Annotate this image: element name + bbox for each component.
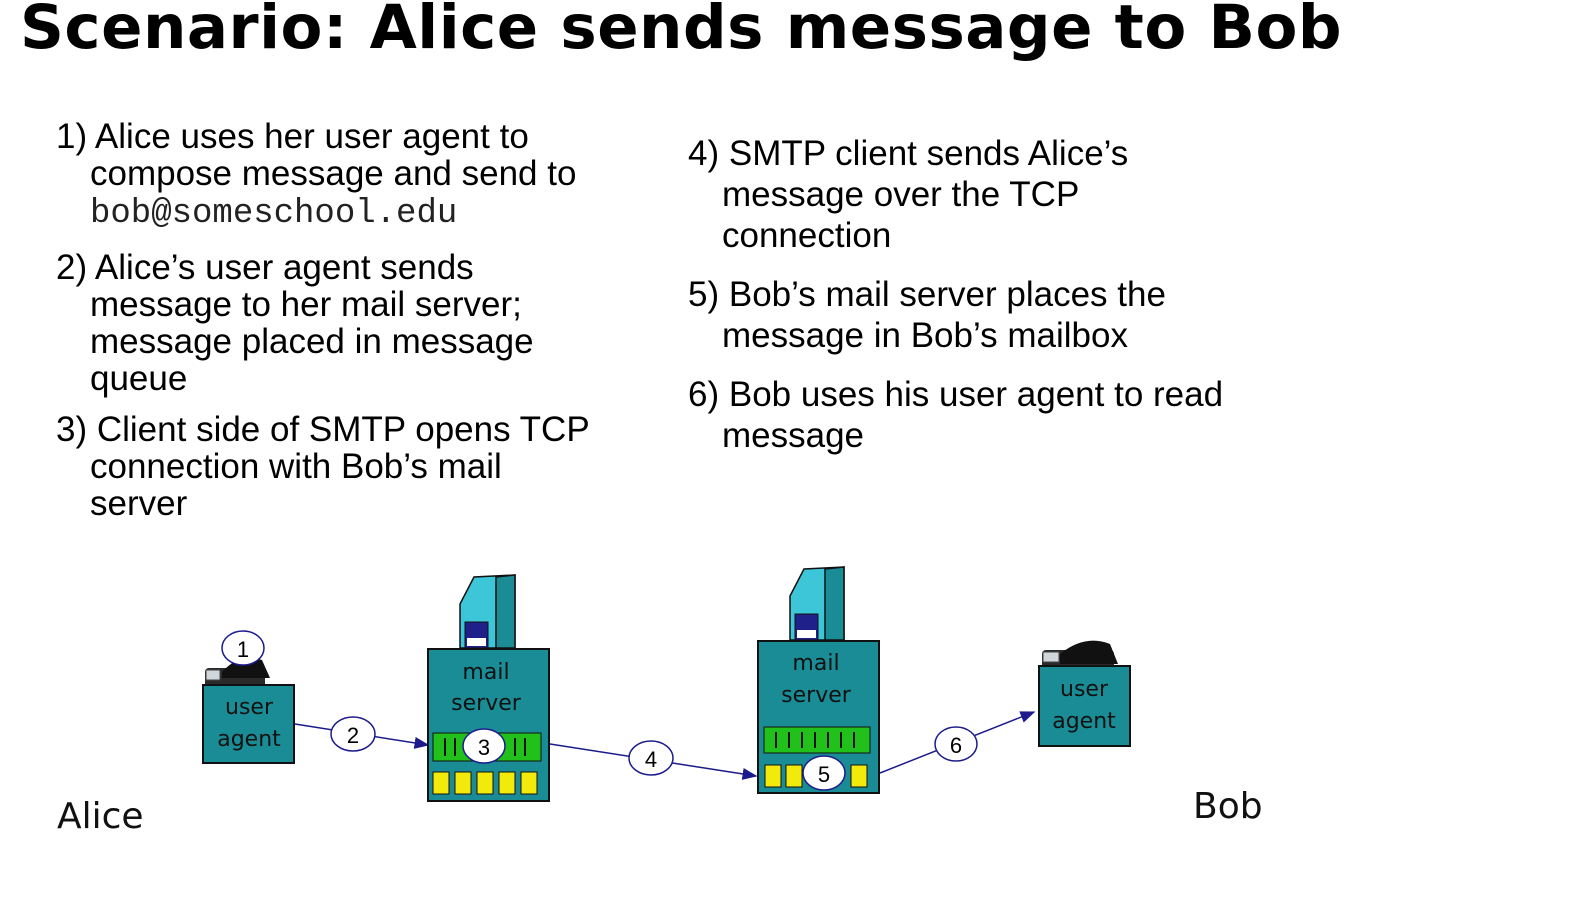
step-1: 1) Alice uses her user agent to compose … [56, 118, 676, 233]
step-marker-3: 3 [462, 728, 506, 764]
server-tower-icon [789, 566, 845, 641]
step-text-first-line: Alice uses her user agent to [94, 117, 529, 156]
svg-text:1: 1 [237, 637, 249, 662]
server-label-line1: mail [462, 660, 509, 685]
svg-text:5: 5 [818, 762, 830, 787]
step-text-rest: message over the TCP connection [722, 175, 1079, 255]
alice-user-agent: user agent [202, 657, 295, 764]
server-label-line2: server [781, 683, 852, 708]
step-markers: 1 2 3 4 5 6 [221, 630, 978, 791]
step-6: 6) Bob uses his user agent to read messa… [688, 374, 1308, 456]
step-3: 3) Client side of SMTP opens TCP connect… [56, 411, 676, 522]
step-marker-2: 2 [330, 716, 376, 752]
step-text-rest: message [722, 416, 865, 455]
step-number: 1) [56, 117, 88, 156]
alice-mail-server: mail server [427, 574, 550, 802]
svg-text:2: 2 [347, 723, 359, 748]
bob-label: Bob [1193, 786, 1263, 827]
steps-list-left: 1) Alice uses her user agent to compose … [56, 118, 676, 522]
message-queue [763, 726, 871, 754]
alice-label: Alice [57, 796, 144, 837]
step-text-first-line: Bob’s mail server places the [728, 275, 1166, 314]
server-label-line1: mail [792, 651, 839, 676]
step-marker-6: 6 [934, 726, 978, 762]
step-text-continuation: compose message and send to [90, 154, 577, 193]
svg-text:4: 4 [645, 747, 657, 772]
step-text-rest: compose message and send to bob@somescho… [56, 155, 676, 233]
step-number: 2) [56, 248, 88, 287]
step-number: 4) [688, 134, 720, 173]
agent-label-line1: user [225, 695, 274, 720]
step-number: 3) [56, 410, 88, 449]
bob-user-agent: user agent [1038, 640, 1131, 747]
step-text-rest: connection with Bob’s mail server [90, 447, 502, 523]
email-address: bob@someschool.edu [90, 195, 458, 233]
step-2: 2) Alice’s user agent sends message to h… [56, 249, 676, 397]
step-4: 4) SMTP client sends Alice’s message ove… [688, 133, 1308, 256]
step-number: 6) [688, 375, 720, 414]
agent-label-line2: agent [1052, 709, 1116, 734]
steps-list-right: 4) SMTP client sends Alice’s message ove… [688, 133, 1308, 456]
svg-text:3: 3 [478, 735, 490, 760]
step-text-rest: message in Bob’s mailbox [722, 316, 1128, 355]
smtp-flow-diagram: user agent mail server [57, 566, 1263, 837]
server-label-line2: server [451, 691, 522, 716]
step-5: 5) Bob’s mail server places the message … [688, 274, 1308, 356]
step-number: 5) [688, 275, 720, 314]
svg-text:6: 6 [950, 733, 962, 758]
step-text-first-line: SMTP client sends Alice’s [728, 134, 1129, 173]
mailbox-slots [764, 764, 868, 788]
step-marker-5: 5 [802, 755, 846, 791]
agent-label-line1: user [1060, 677, 1109, 702]
mailbox-slots [432, 771, 538, 795]
step-marker-1: 1 [221, 630, 265, 666]
agent-label-line2: agent [217, 727, 281, 752]
step-text-first-line: Client side of SMTP opens TCP [96, 410, 590, 449]
step-text-rest: message to her mail server; message plac… [90, 285, 534, 398]
step-text-first-line: Bob uses his user agent to read [728, 375, 1224, 414]
slide-title: Scenario: Alice sends message to Bob [20, 0, 1343, 63]
step-text-first-line: Alice’s user agent sends [94, 248, 474, 287]
server-tower-icon [459, 574, 516, 649]
step-marker-4: 4 [628, 740, 674, 776]
